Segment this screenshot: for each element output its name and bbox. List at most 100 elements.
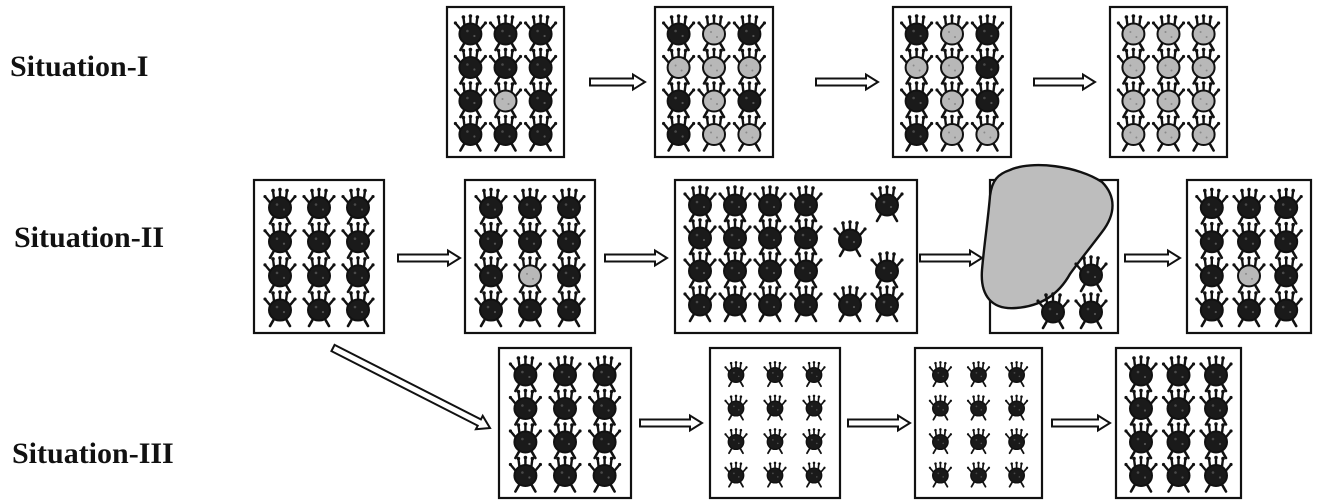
situation-1-panel-2-cell <box>697 14 731 52</box>
situation-3-panel-3-cell <box>928 361 953 388</box>
situation-3-panel-4-cell <box>1124 455 1158 493</box>
situation-3-panel-4-cell <box>1161 455 1196 493</box>
situation-2-panel-2-cell <box>474 187 508 225</box>
situation-1-panel-2-cell <box>732 47 766 85</box>
situation-3-panel-1-cell <box>508 455 542 493</box>
arrow-diagonal <box>330 343 492 431</box>
situation-1-panel-4-cell <box>1151 47 1186 85</box>
situation-3-panel-2-cell <box>724 394 748 421</box>
arrow-right <box>1033 72 1097 92</box>
situation-1-panel-1-cell <box>488 114 523 152</box>
arrow-right <box>1124 248 1182 268</box>
situation-3-panel-2-cell <box>763 428 787 455</box>
situation-2-panel-3-cell <box>870 285 904 323</box>
situation-3-panel-3-cell <box>928 461 953 488</box>
arrow-right <box>1051 413 1112 433</box>
situation-3-panel-2-cell <box>724 428 748 455</box>
situation-1-panel-3-cell <box>935 47 969 85</box>
situation-1-panel-3-cell <box>935 81 969 119</box>
situation-3-panel-2-cell <box>724 461 748 488</box>
situation-3-panel-1-cell <box>588 388 622 426</box>
situation-2-panel-5-cell <box>1232 290 1266 328</box>
situation-1-panel-3-cell <box>970 114 1004 152</box>
situation-2-panel-2-cell <box>513 290 547 328</box>
situation-3-panel-1-cell <box>548 355 582 393</box>
situation-3-panel-2-cell <box>802 394 826 421</box>
situation-3-panel-3-cell <box>966 461 991 488</box>
arrow-right <box>919 248 984 268</box>
situation-1-panel-4-cell <box>1151 14 1186 52</box>
situation-2-panel-3-cell <box>789 285 823 323</box>
situation-1-panel-1-cell <box>524 14 558 52</box>
situation-2-panel-3-cell <box>683 251 717 289</box>
situation-1-panel-4-cell <box>1187 47 1221 85</box>
situation-1-panel-4-cell <box>1187 14 1221 52</box>
situation-3-panel-4-cell <box>1124 355 1158 393</box>
situation-2-panel-2-cell <box>552 256 586 294</box>
situation-3-panel-2-cell <box>763 394 787 421</box>
situation-2-panel-3-cell <box>833 285 867 323</box>
situation-1-panel-3-cell <box>970 81 1004 119</box>
situation-2-panel-2-cell <box>552 221 586 260</box>
situation-2-panel-3-cell <box>753 218 787 256</box>
situation-1-panel-4-cell <box>1151 81 1186 119</box>
arrow-right <box>847 413 912 433</box>
situation-2-panel-3-cell <box>870 251 904 289</box>
situation-3-panel-1-cell <box>588 422 622 460</box>
arrow-right <box>604 248 669 268</box>
situation-1-panel-3-cell <box>900 14 934 52</box>
situation-3-panel-3-cell <box>928 394 953 421</box>
situation-3-panel-4-cell <box>1161 355 1196 393</box>
situation-2-label: Situation-II <box>14 221 165 254</box>
situation-2-panel-5-cell <box>1195 256 1229 294</box>
situation-2-panel-5-cell <box>1232 256 1266 294</box>
situation-1-panel-1-cell <box>453 81 487 119</box>
situation-3-panel-3-cell <box>966 394 991 421</box>
situation-2-panel-1-cell <box>341 256 375 294</box>
situation-2-panel-3-cell <box>753 285 787 323</box>
situation-2-panel-5-cell <box>1195 290 1229 328</box>
situation-3-panel-3-cell <box>1004 361 1029 388</box>
situation-1-panel-4-cell <box>1116 47 1150 85</box>
tumor-mass <box>980 163 1114 310</box>
situation-3-panel-2-cell <box>763 461 787 488</box>
situation-1-panel-3-cell <box>900 81 934 119</box>
situation-3-panel-1-cell <box>508 422 542 460</box>
situation-3-panel-1-cell <box>588 455 622 493</box>
situation-1-panel-4-cell <box>1116 81 1150 119</box>
situation-2-panel-5-cell <box>1195 221 1229 260</box>
situation-3-panel-3-cell <box>1004 394 1029 421</box>
situation-2-panel-4-cell <box>1074 292 1108 330</box>
situation-2-panel-1-cell <box>263 187 297 225</box>
situation-2-panel-1-cell <box>302 221 336 260</box>
situation-2-panel-1-cell <box>263 221 297 260</box>
situation-3-panel-1-cell <box>548 388 582 426</box>
situation-2-panel-2-cell <box>513 187 547 225</box>
situation-2-panel-2-cell <box>513 256 547 294</box>
situation-3-panel-1-cell <box>508 388 542 426</box>
situation-3-panel-4-cell <box>1199 355 1233 393</box>
situation-1-panel-2-cell <box>662 47 696 85</box>
situation-1-panel-4-cell <box>1187 81 1221 119</box>
situation-2-panel-5-cell <box>1269 187 1303 225</box>
situation-2-panel-1-cell <box>341 221 375 260</box>
situation-3-panel-1-cell <box>548 422 582 460</box>
situation-2-panel-5-cell <box>1232 221 1266 260</box>
situation-2-panel-3-cell <box>789 185 823 223</box>
arrow-right <box>397 248 462 268</box>
situation-1-panel-3-cell <box>935 114 969 152</box>
situation-1-panel-2-cell <box>662 81 696 119</box>
situation-3-panel-2-cell <box>802 461 826 488</box>
situation-3-panel-4-cell <box>1199 388 1233 426</box>
situation-3-panel-4-cell <box>1161 422 1196 460</box>
situation-2-panel-3-cell <box>789 251 823 289</box>
situation-1-panel-2-cell <box>732 81 766 119</box>
situation-1-panel-1-cell <box>488 47 523 85</box>
situation-2-panel-3-cell <box>789 218 823 256</box>
situation-1-panel-1-cell <box>488 81 523 119</box>
situation-2-panel-2-cell <box>513 221 547 260</box>
situation-2-panel-2-cell <box>474 290 508 328</box>
situation-2-panel-1-cell <box>263 256 297 294</box>
situation-3-panel-2-cell <box>763 361 787 388</box>
situation-1-panel-1-cell <box>488 14 523 52</box>
